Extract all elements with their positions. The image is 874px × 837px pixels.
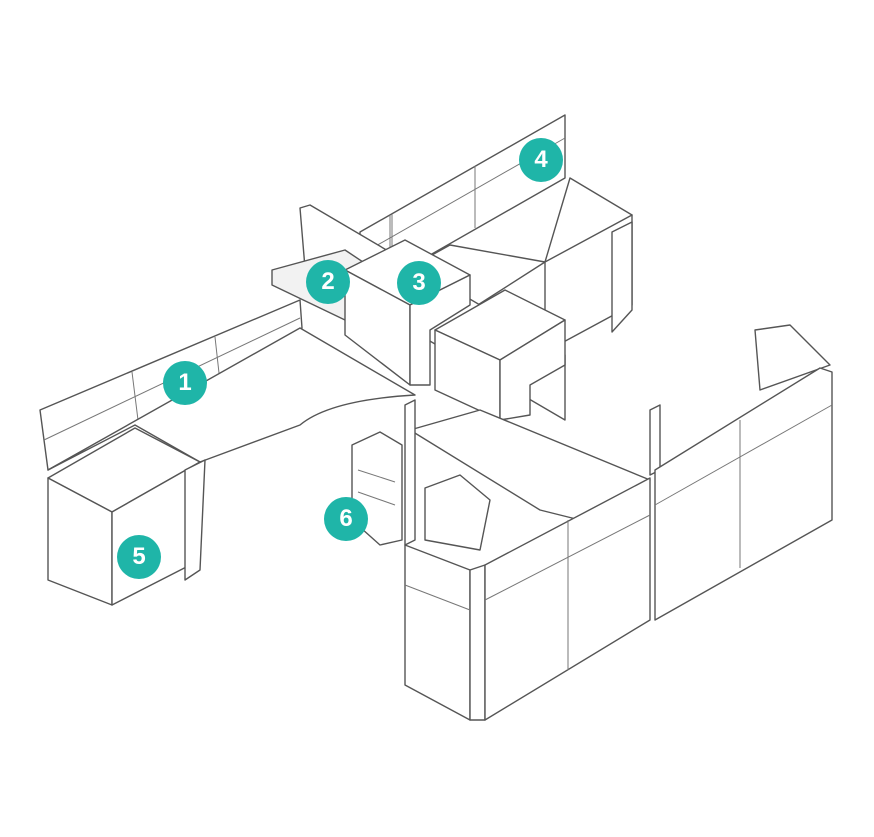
marker-1-desk[interactable]: 1 [163, 361, 207, 405]
front-left-post [404, 399, 416, 546]
marker-3-overhead-cabinet[interactable]: 3 [397, 261, 441, 305]
l-desk-surface [47, 327, 416, 471]
marker-5-storage-cabinet[interactable]: 5 [117, 535, 161, 579]
marker-2-shelf[interactable]: 2 [306, 260, 350, 304]
marker-label: 6 [339, 505, 353, 532]
rear-right-panel [754, 324, 831, 391]
marker-label: 1 [178, 369, 192, 396]
marker-label: 4 [534, 146, 548, 173]
marker-label: 2 [321, 268, 335, 295]
front-panels [404, 367, 833, 721]
marker-4-panel[interactable]: 4 [519, 138, 563, 182]
marker-label: 5 [132, 543, 146, 570]
left-storage-cabinet [47, 427, 206, 606]
marker-label: 3 [412, 269, 426, 296]
marker-6-pedestal[interactable]: 6 [324, 497, 368, 541]
